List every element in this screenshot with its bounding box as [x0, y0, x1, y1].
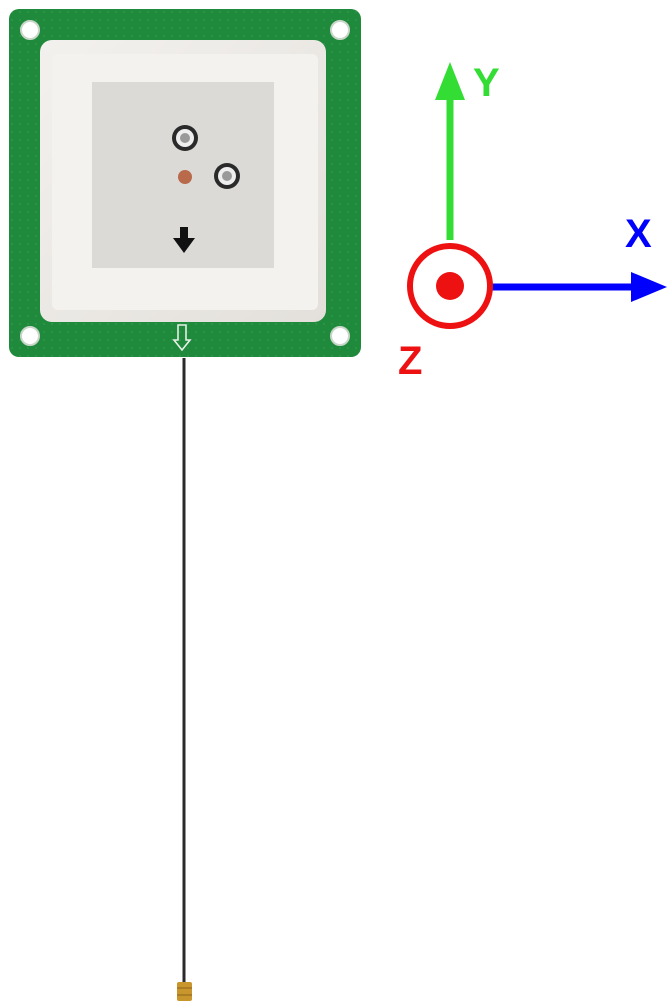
mounting-hole-top-right — [330, 20, 350, 40]
ceramic-patch — [40, 40, 326, 322]
feed-pin-right — [214, 163, 240, 189]
mounting-hole-top-left — [20, 20, 40, 40]
x-axis-arrow — [490, 272, 667, 302]
mounting-hole-bottom-right — [330, 326, 350, 346]
y-axis-label: Y — [473, 61, 500, 105]
z-axis-symbol — [407, 243, 493, 329]
x-axis-label: X — [625, 212, 652, 256]
down-arrow-icon — [173, 227, 195, 253]
mounting-hole-bottom-left — [20, 326, 40, 346]
coordinate-axes: Y X Z — [398, 61, 667, 383]
pcb-down-arrow-icon — [172, 324, 192, 352]
z-axis-label: Z — [398, 339, 422, 383]
y-axis-arrow — [435, 62, 465, 240]
feed-pin-top-left — [172, 125, 198, 151]
connector — [177, 982, 192, 1001]
copper-dot — [178, 170, 192, 184]
